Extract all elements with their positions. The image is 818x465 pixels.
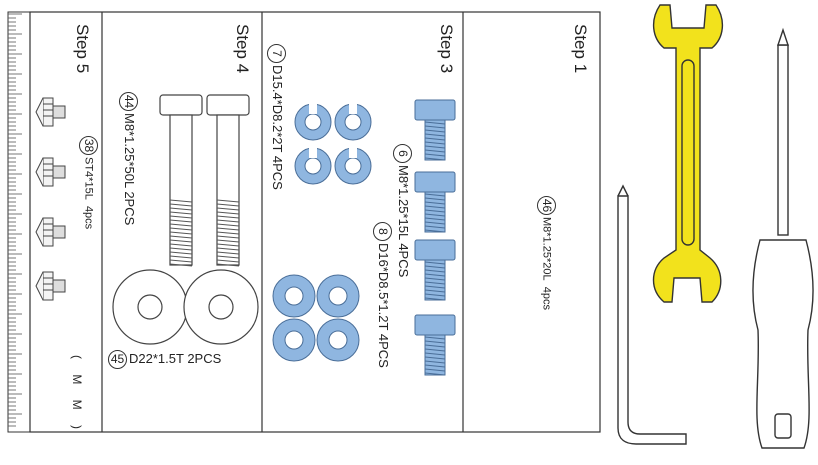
step5-part-38: 38ST4*15L 4pcs (79, 136, 98, 229)
step4-part-44: 44M8*1.25*50L 2PCS (119, 92, 138, 225)
step1-title: Step 1 (571, 24, 590, 74)
screw-icon (35, 97, 66, 301)
large-washer-icon (112, 269, 259, 345)
step4-title: Step 4 (233, 24, 252, 74)
hex-key-icon (617, 184, 687, 445)
step3-part-8: 8D16*D8.5*1.2T 4PCS (373, 222, 392, 368)
step3-part-6: 6M8*1.25*15L 4PCS (393, 144, 412, 277)
long-bolt-icon (159, 94, 250, 267)
step3-part-7: 7D15.4*D8.2*2T 4PCS (267, 44, 286, 190)
flat-washer-icon (272, 274, 360, 362)
step3-title: Step 3 (437, 24, 456, 74)
ruler (7, 11, 31, 433)
part-number-46: 46 (537, 196, 556, 215)
lock-washer-icon (294, 103, 372, 185)
step5-title: Step 5 (73, 24, 92, 74)
unit-label: ( M M ) (70, 355, 84, 435)
wrench-icon (652, 4, 723, 303)
panel-frame (29, 11, 601, 433)
screwdriver-icon (752, 27, 814, 449)
short-bolt-icon (414, 99, 456, 376)
step1-qty: 4pcs (540, 286, 553, 310)
step1-part-label: 46M8*1.25*20L 4pcs (537, 196, 556, 310)
step1-spec: M8*1.25*20L (540, 217, 553, 281)
